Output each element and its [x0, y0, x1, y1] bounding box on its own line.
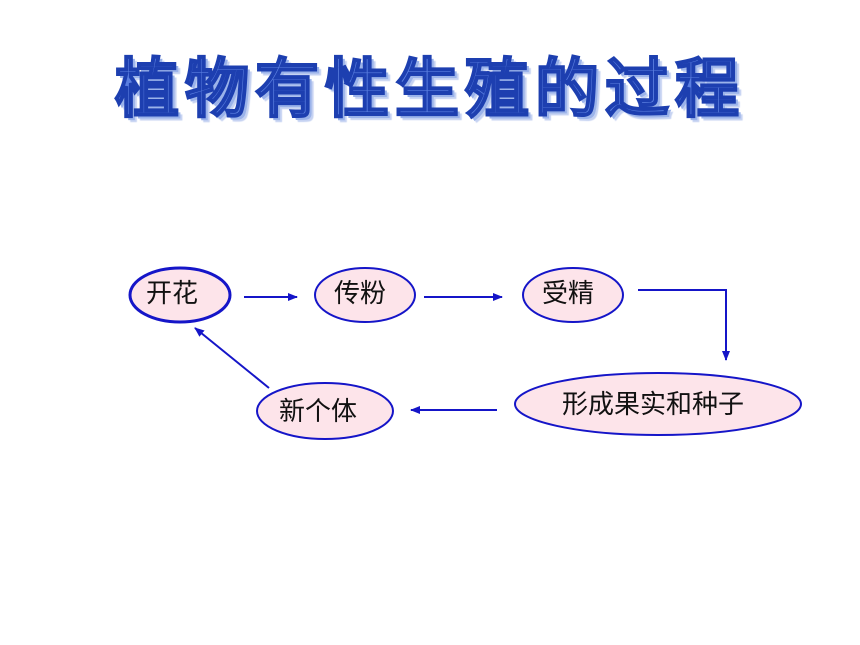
node-pollination-label: 传粉 — [334, 279, 386, 309]
arrow-fertilization-to-fruit-seed — [638, 289, 730, 361]
node-pollination-shape — [314, 267, 416, 323]
node-flowering-shape — [128, 266, 232, 324]
node-flowering-label: 开花 — [146, 279, 198, 309]
node-new-individual: 新个体 — [256, 382, 394, 440]
node-new-individual-shape — [256, 382, 394, 440]
node-new-individual-label: 新个体 — [279, 397, 357, 427]
node-fertilization-label: 受精 — [542, 279, 594, 309]
node-fruit-seed-label: 形成果实和种子 — [562, 390, 744, 420]
node-fertilization-shape — [522, 267, 624, 323]
node-fruit-seed-shape — [514, 372, 802, 436]
node-pollination: 传粉 — [314, 267, 416, 323]
arrow-new-individual-to-flowering — [194, 327, 270, 389]
node-flowering: 开花 — [128, 266, 232, 324]
node-fertilization: 受精 — [522, 267, 624, 323]
node-fruit-seed: 形成果实和种子 — [514, 372, 802, 436]
page-title: 植物有性生殖的过程 — [114, 52, 745, 128]
